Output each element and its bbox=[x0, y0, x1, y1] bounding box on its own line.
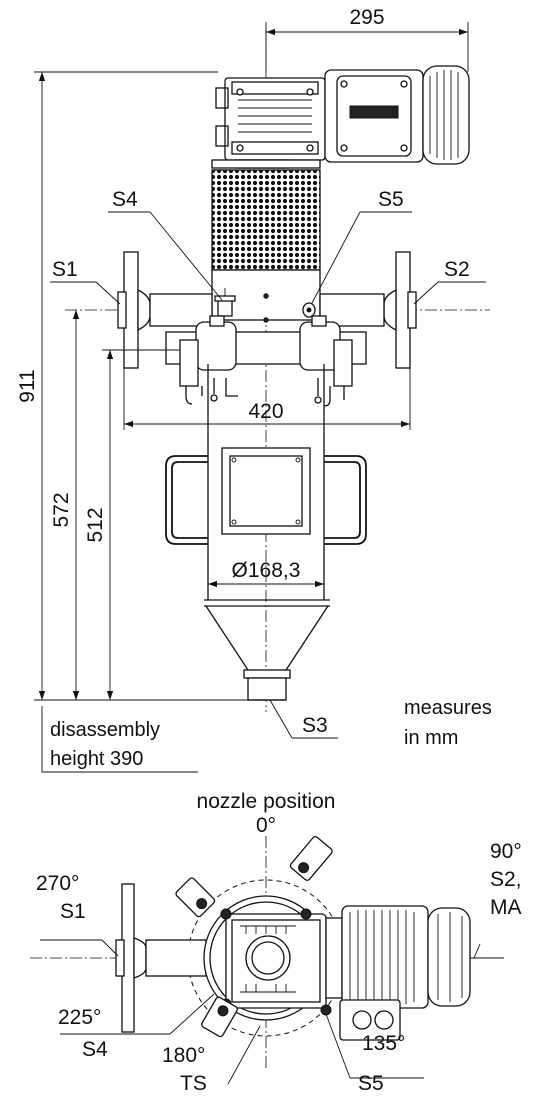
label-s4-top-text: S4 bbox=[82, 1038, 108, 1061]
top-motor bbox=[325, 905, 471, 1041]
dimension-512: 512 bbox=[84, 349, 180, 700]
top-nozzle-s1 bbox=[115, 883, 207, 1033]
sensor-s5 bbox=[302, 302, 316, 318]
top-clamp-lugs bbox=[175, 836, 333, 1038]
note-measures: measures in mm bbox=[404, 697, 492, 749]
label-180-deg-text: 180° bbox=[162, 1044, 205, 1067]
label-90-deg: 90° S2, MA bbox=[470, 840, 522, 959]
side-view: 295 911 572 512 420 bbox=[16, 6, 492, 773]
label-s2-ma-line2: MA bbox=[490, 896, 522, 919]
nozzle-s1 bbox=[117, 251, 213, 369]
label-s2-ma-line1: S2, bbox=[490, 868, 522, 891]
label-0-deg: 0° bbox=[256, 814, 276, 837]
dimension-diameter: Ø168,3 bbox=[208, 559, 324, 588]
label-270-deg: 270° S1 bbox=[36, 872, 119, 957]
dimension-911-label: 911 bbox=[16, 369, 39, 402]
label-225-deg-text: 225° bbox=[58, 1006, 101, 1029]
sensor-s4 bbox=[214, 288, 236, 317]
dimension-420-label: 420 bbox=[248, 400, 283, 423]
label-s2: S2 bbox=[413, 258, 486, 305]
clamp-band bbox=[165, 315, 367, 407]
dimension-295-label: 295 bbox=[349, 6, 384, 29]
label-180-deg: 180° TS bbox=[162, 1025, 261, 1095]
top-housing bbox=[203, 895, 332, 1021]
dimension-572-label: 572 bbox=[50, 492, 73, 527]
label-s1-text: S1 bbox=[52, 258, 78, 281]
gear-motor bbox=[211, 65, 470, 169]
dimension-911: 911 bbox=[16, 71, 250, 701]
label-s5-top-text: S5 bbox=[358, 1072, 384, 1095]
dimension-512-label: 512 bbox=[84, 507, 107, 542]
dimension-572: 572 bbox=[50, 310, 80, 700]
label-90-deg-text: 90° bbox=[490, 840, 522, 863]
note-disassembly-line2: height 390 bbox=[50, 748, 143, 770]
note-disassembly: disassembly height 390 bbox=[41, 706, 198, 773]
label-135-deg: 135° S5 bbox=[325, 1013, 424, 1095]
label-s1-top-text: S1 bbox=[60, 900, 86, 923]
dimension-295: 295 bbox=[265, 6, 469, 72]
label-135-deg-text: 135° bbox=[362, 1032, 405, 1055]
label-s3-text: S3 bbox=[302, 714, 328, 737]
label-s4: S4 bbox=[108, 188, 223, 301]
label-s1: S1 bbox=[50, 258, 121, 305]
label-ts-text: TS bbox=[180, 1072, 207, 1095]
filter-body bbox=[165, 364, 367, 701]
note-measures-line2: in mm bbox=[404, 727, 458, 749]
label-s2-text: S2 bbox=[444, 258, 470, 281]
note-disassembly-line1: disassembly bbox=[50, 719, 160, 741]
motor-nameplate bbox=[349, 105, 399, 119]
label-s5: S5 bbox=[311, 188, 412, 304]
label-270-deg-text: 270° bbox=[36, 872, 79, 895]
label-s3: S3 bbox=[269, 699, 338, 739]
note-measures-line1: measures bbox=[404, 697, 492, 719]
top-view-title: nozzle position bbox=[197, 790, 336, 813]
dimension-420: 420 bbox=[123, 368, 411, 430]
label-s4-text: S4 bbox=[112, 188, 138, 211]
label-s5-text: S5 bbox=[378, 188, 404, 211]
label-225-deg: 225° S4 bbox=[58, 993, 215, 1061]
nozzle-s2 bbox=[319, 251, 417, 369]
dimension-diameter-label: Ø168,3 bbox=[232, 559, 301, 582]
top-view: nozzle position 0° bbox=[30, 790, 522, 1095]
